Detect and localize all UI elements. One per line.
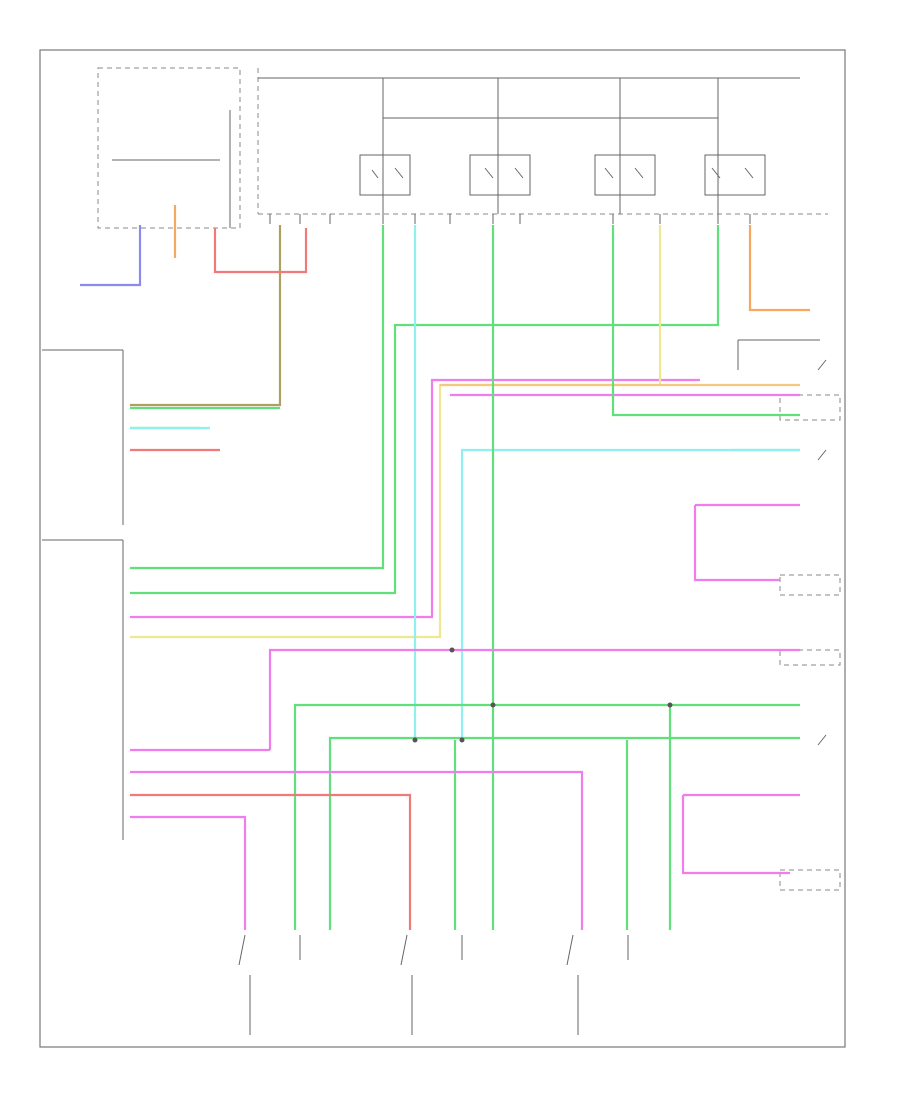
bottom-switches (238, 934, 629, 1035)
terminal-marks (269, 214, 751, 224)
fuse-box (97, 67, 828, 229)
right-connectors (737, 339, 841, 891)
diagram-frame (39, 49, 846, 1048)
relay-group (359, 154, 766, 196)
wires (80, 205, 810, 930)
left-module (42, 349, 124, 840)
splices (412, 647, 673, 743)
